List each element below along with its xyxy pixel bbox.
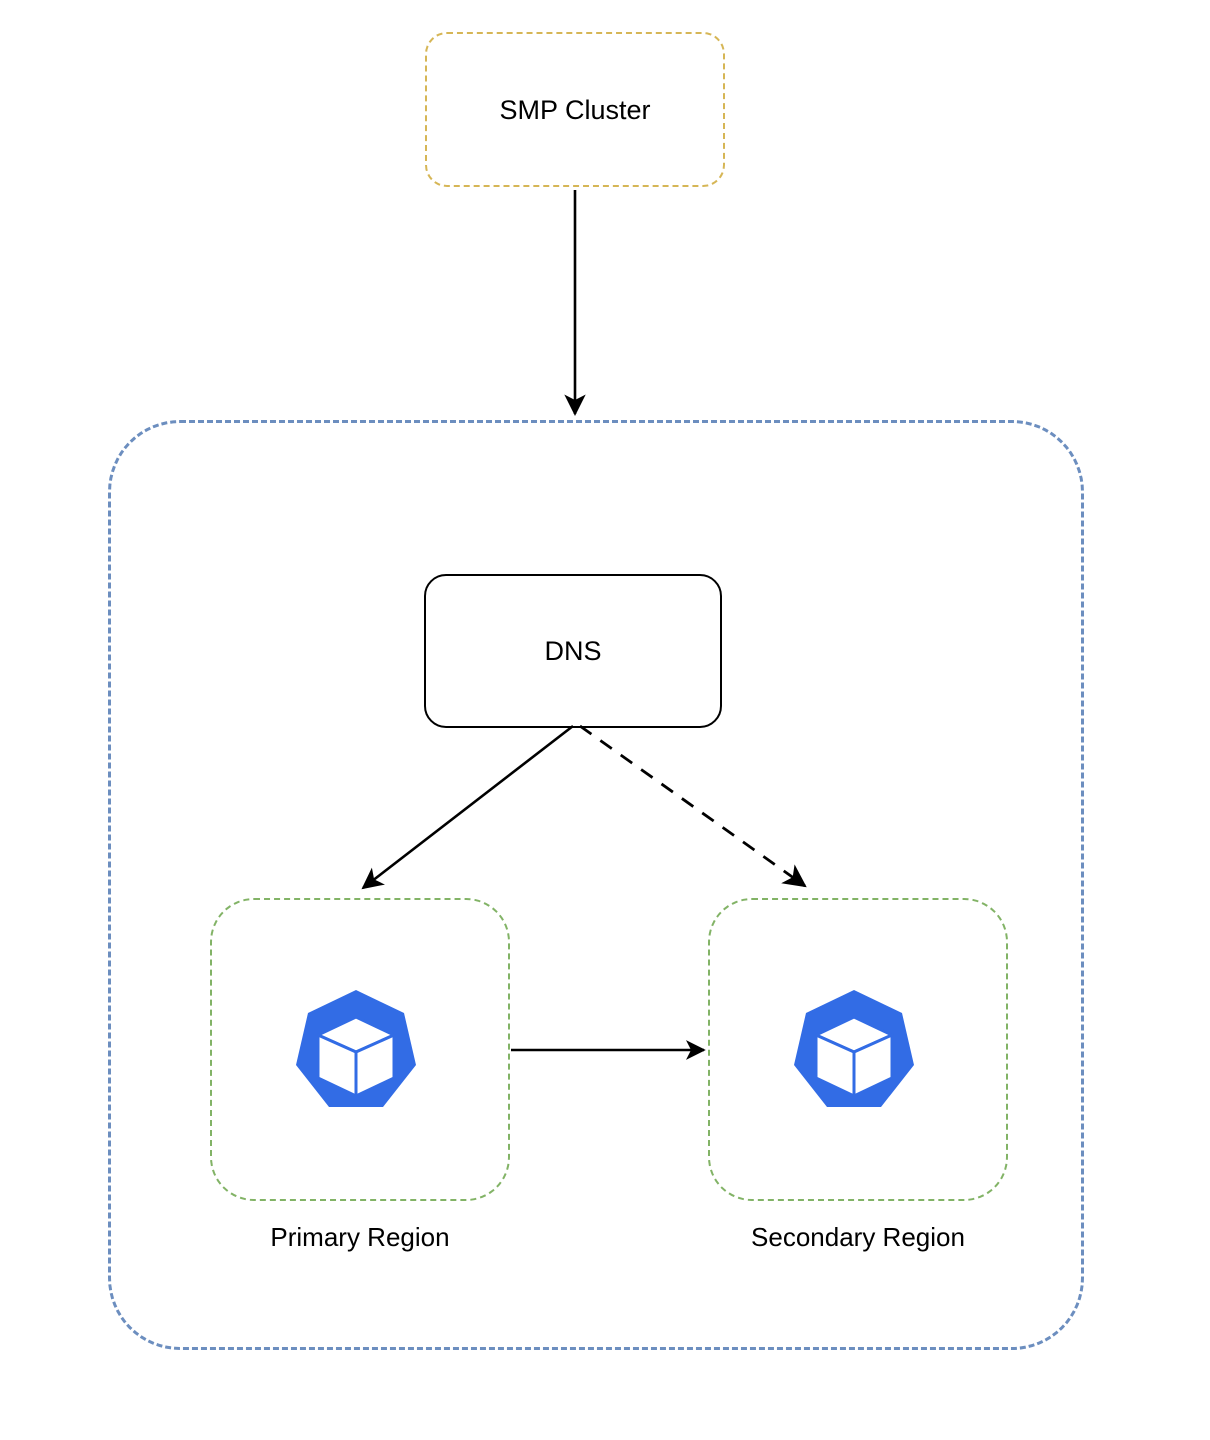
node-primary-region-label: Primary Region [270,1222,450,1252]
node-dns[interactable]: DNS [424,574,722,728]
node-primary-region[interactable] [210,898,510,1201]
node-secondary-region[interactable] [708,898,1008,1201]
kubernetes-icon [292,986,420,1114]
node-outer-boundary[interactable] [108,420,1084,1350]
node-smp-cluster-label: SMP Cluster [499,94,651,125]
node-dns-label: DNS [544,635,602,666]
node-smp-cluster[interactable]: SMP Cluster [425,32,725,187]
kubernetes-icon [790,986,918,1114]
node-secondary-region-label: Secondary Region [751,1222,965,1252]
